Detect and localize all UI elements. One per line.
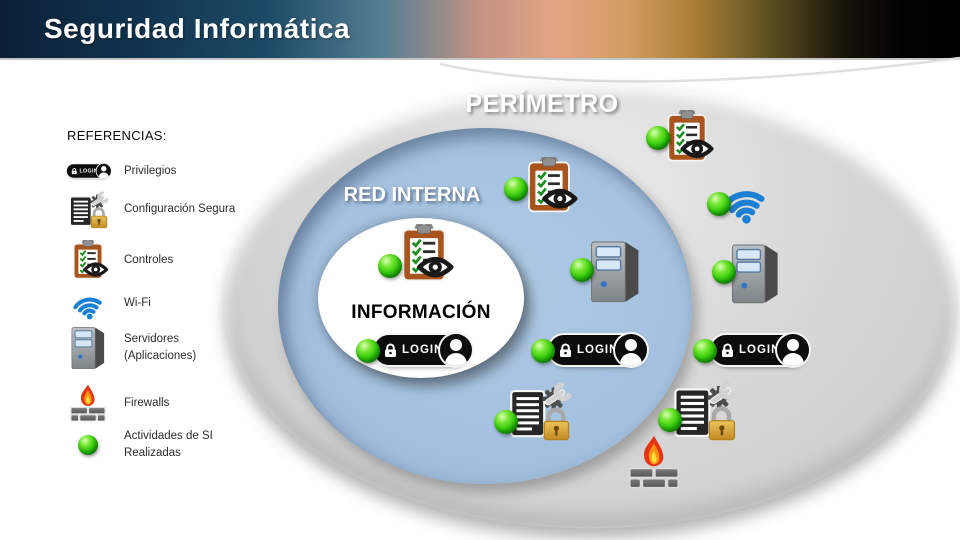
secure-config-icon xyxy=(506,380,572,442)
login-badge-icon: LOGIN xyxy=(711,334,809,366)
legend-label: Actividades de SI Realizadas xyxy=(124,430,213,459)
login-badge-icon: LOGIN xyxy=(374,334,472,366)
login-label: LOGIN xyxy=(402,344,444,356)
lock-icon xyxy=(721,343,734,358)
server-icon xyxy=(586,240,644,302)
login-badge-icon: LOGIN xyxy=(549,334,647,366)
lock-icon xyxy=(71,168,77,175)
legend-label: Configuración Segura xyxy=(124,203,236,216)
info-controls-group xyxy=(378,224,460,288)
legend-item-configuracion-segura: Configuración Segura xyxy=(60,190,236,229)
lock-icon xyxy=(559,343,572,358)
perimeter-server-group xyxy=(712,240,788,306)
controls-icon xyxy=(392,224,456,284)
activity-sphere-icon xyxy=(658,408,682,432)
decorative-swoosh xyxy=(439,56,960,83)
perimeter-label: PERÍMETRO xyxy=(465,90,619,118)
perimeter-wifi-group xyxy=(706,174,778,226)
perimeter-config-group xyxy=(658,378,740,446)
controls-icon xyxy=(66,240,110,281)
user-icon xyxy=(615,334,647,366)
title-banner: Seguridad Informática xyxy=(0,0,960,60)
legend-label: Privilegios xyxy=(124,164,177,177)
perimeter-controls-group xyxy=(646,110,720,166)
page-title: Seguridad Informática xyxy=(44,13,351,44)
legend-label: Wi-Fi xyxy=(124,297,151,310)
lock-icon xyxy=(384,343,397,358)
internal-network-label: RED INTERNA xyxy=(343,184,481,206)
perimeter-login-group: LOGIN xyxy=(693,334,823,369)
login-label: LOGIN xyxy=(577,344,619,356)
legend-item-wifi: Wi-Fi xyxy=(60,286,236,321)
secure-config-icon xyxy=(670,378,738,442)
legend-label: Controles xyxy=(124,254,174,267)
secure-config-icon xyxy=(67,190,109,229)
legend-label: Servidores (Aplicaciones) xyxy=(124,332,197,362)
server-icon xyxy=(68,326,108,369)
user-icon xyxy=(440,334,472,366)
firewall-icon xyxy=(626,435,682,489)
activity-sphere-icon xyxy=(378,254,402,278)
legend-title: REFERENCIAS: xyxy=(67,128,167,143)
legend-item-firewalls: Firewalls xyxy=(60,384,236,422)
activity-sphere-icon xyxy=(356,339,380,363)
legend-item-privilegios: LOGIN Privilegios xyxy=(60,156,236,186)
activity-sphere-icon xyxy=(570,258,594,282)
legend-label: Firewalls xyxy=(124,396,170,409)
activity-sphere-icon xyxy=(504,177,528,201)
activity-sphere-icon xyxy=(693,339,717,363)
activity-sphere-icon xyxy=(707,192,731,216)
login-label: LOGIN xyxy=(79,168,99,174)
activity-sphere-icon xyxy=(78,434,98,455)
legend-item-controles: Controles xyxy=(60,240,236,281)
activity-sphere-icon xyxy=(531,339,555,363)
activity-sphere-icon xyxy=(494,410,518,434)
internal-controls-group xyxy=(504,157,584,217)
login-badge-icon: LOGIN xyxy=(66,163,111,179)
legend-item-actividades: Actividades de SI Realizadas xyxy=(60,428,236,461)
user-icon xyxy=(96,163,111,179)
user-icon xyxy=(777,334,809,366)
info-login-group: LOGIN xyxy=(356,334,486,368)
wifi-icon xyxy=(68,286,108,321)
internal-server-group xyxy=(570,238,648,304)
activity-sphere-icon xyxy=(712,260,736,284)
internal-login-group: LOGIN xyxy=(531,334,661,369)
firewall-icon xyxy=(69,384,107,422)
perimeter-firewall-group xyxy=(626,435,684,491)
legend-item-servidores: Servidores (Aplicaciones) xyxy=(60,326,236,369)
internal-config-group xyxy=(494,380,574,448)
information-label: INFORMACIÓN xyxy=(351,302,491,323)
login-label: LOGIN xyxy=(739,344,781,356)
activity-sphere-icon xyxy=(646,126,670,150)
